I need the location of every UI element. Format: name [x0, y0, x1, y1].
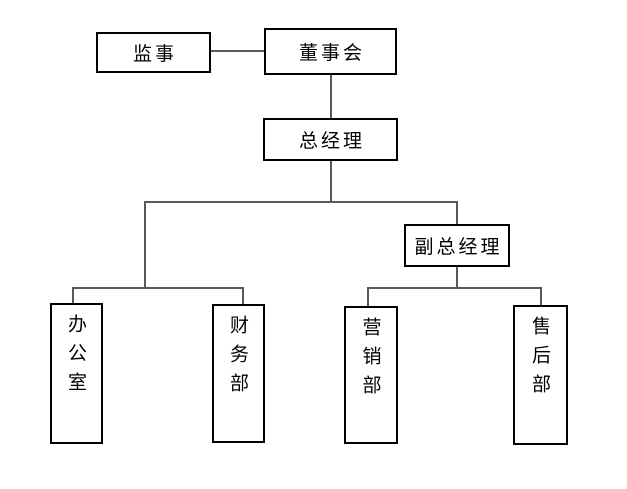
node-board-of-directors: 董事会 [264, 28, 397, 75]
connector-marketing-drop [367, 287, 369, 308]
node-marketing-department: 营销部 [344, 306, 398, 444]
node-board-of-directors-label: 董事会 [298, 42, 365, 64]
connector-general-manager-trunk [330, 160, 332, 203]
node-supervisor: 监事 [96, 32, 211, 73]
node-finance-department-label: 财务部 [227, 315, 249, 402]
connector-main-horizontal [144, 201, 458, 203]
connector-right-branch-horizontal [367, 287, 542, 289]
connector-office-drop [72, 287, 74, 305]
connector-finance-drop [242, 287, 244, 306]
connector-left-branch-horizontal [72, 287, 244, 289]
connector-after-sales-drop [540, 287, 542, 307]
connector-left-branch-vertical [144, 201, 146, 289]
connector-board-general-manager [330, 74, 332, 119]
node-deputy-general-manager: 副总经理 [404, 224, 510, 267]
node-finance-department: 财务部 [212, 304, 265, 443]
node-after-sales-department: 售后部 [513, 305, 568, 445]
node-supervisor-label: 监事 [132, 43, 177, 65]
node-marketing-department-label: 营销部 [359, 317, 382, 404]
node-general-manager-label: 总经理 [298, 130, 365, 152]
connector-board-supervisor [211, 50, 264, 52]
node-office: 办公室 [50, 303, 103, 444]
node-deputy-general-manager-label: 副总经理 [414, 236, 503, 258]
node-office-label: 办公室 [65, 314, 87, 401]
node-after-sales-department-label: 售后部 [529, 316, 551, 403]
connector-deputy-gm-top [456, 201, 458, 226]
connector-deputy-gm-trunk [456, 265, 458, 289]
node-general-manager: 总经理 [263, 118, 398, 161]
